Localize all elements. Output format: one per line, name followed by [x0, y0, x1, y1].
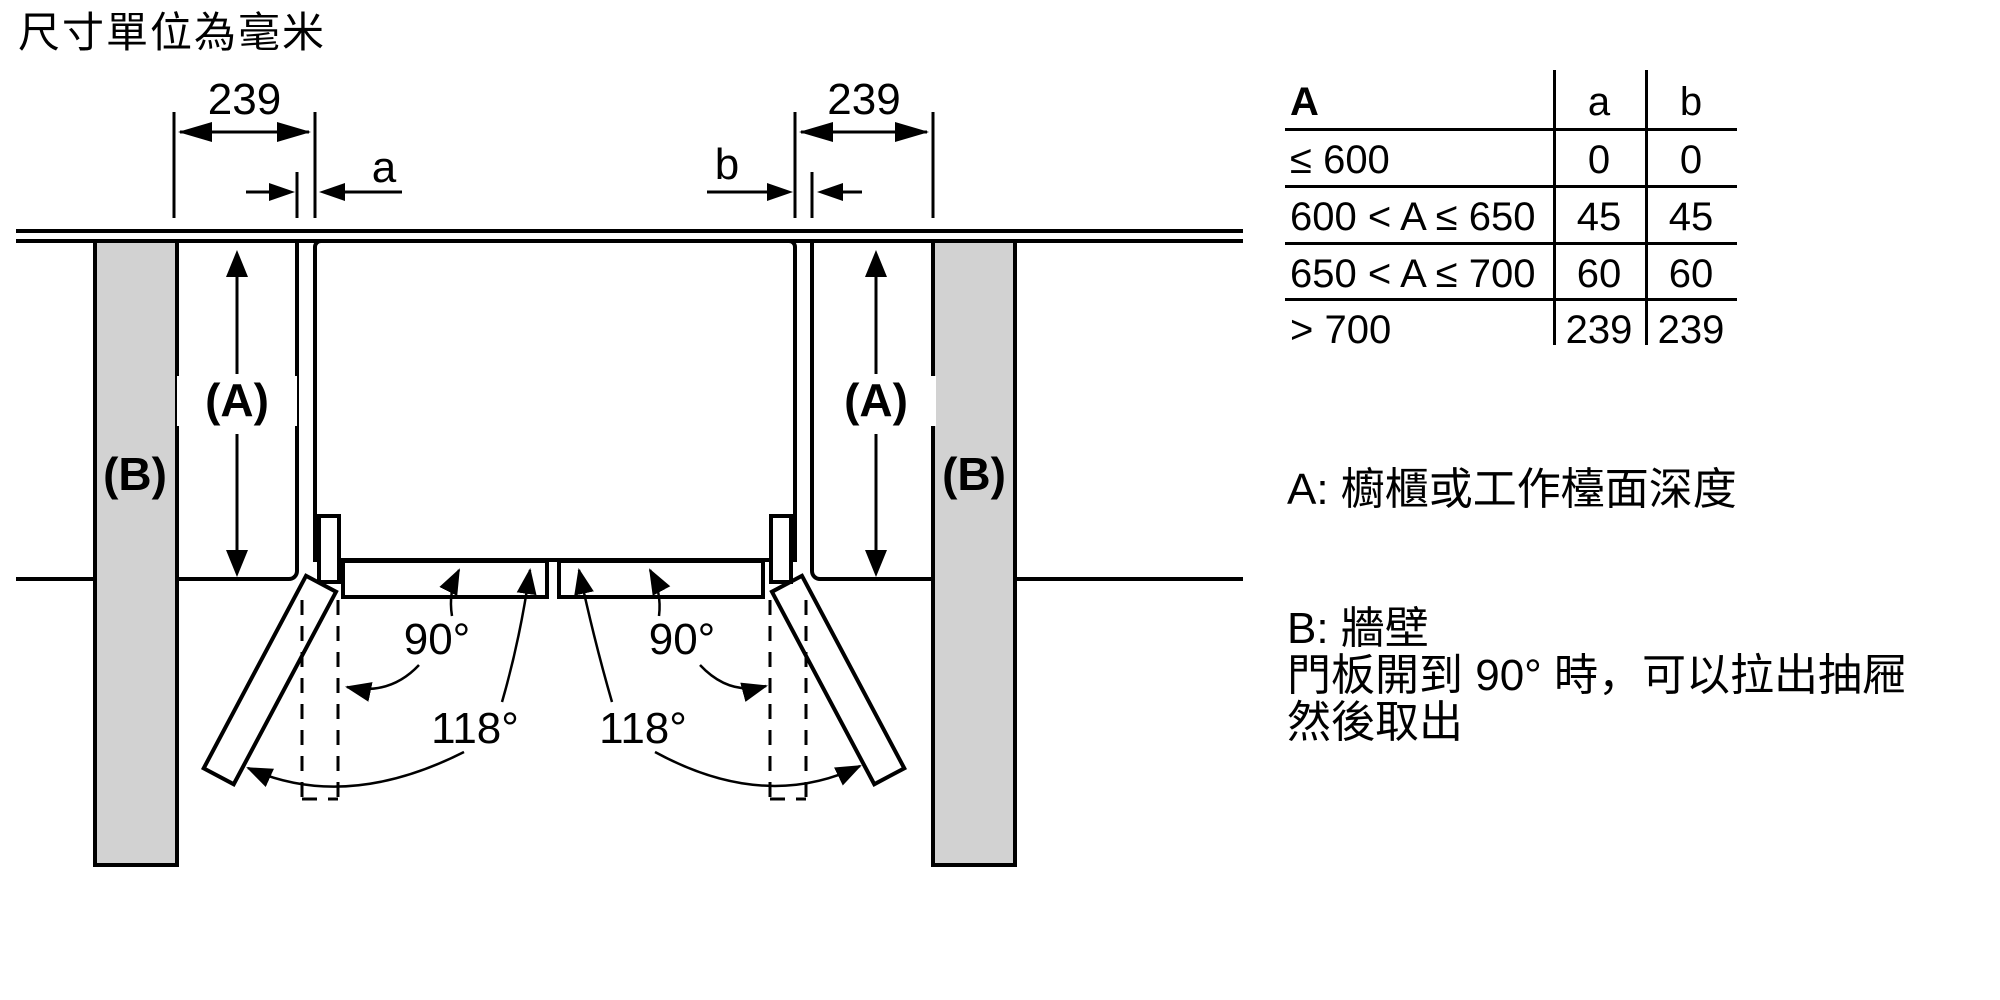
- table-hline-1: [1285, 128, 1737, 131]
- counter-front-line-right: [931, 577, 1243, 581]
- angle-118-right-label: 118°: [599, 704, 687, 753]
- angle-118-left-label: 118°: [431, 704, 519, 753]
- angle-118-arcs: [246, 750, 862, 788]
- table-row1-a: 0: [1587, 138, 1611, 182]
- legend-b-note-line1: B: 牆壁: [1287, 604, 1429, 653]
- appliance-body: [313, 239, 797, 562]
- table-row1-b: 0: [1679, 138, 1703, 182]
- drawer-left: [341, 559, 549, 599]
- installation-diagram: 239 239 a b (A) (A) (B) (B) 90° 90° 118°…: [16, 75, 1243, 867]
- cabinet-depth-label-left: (A): [177, 375, 297, 426]
- legend-b-note-line3: 然後取出: [1287, 698, 1463, 747]
- table-header-a: a: [1587, 80, 1611, 124]
- wall-label-left: (B): [103, 448, 167, 500]
- dim-239-left-label: 239: [207, 75, 282, 124]
- legend-b-note-line2: 門板開到 90° 時，可以拉出抽屜: [1287, 651, 1906, 700]
- drawer-right: [557, 559, 765, 599]
- angle-90-right-label: 90°: [648, 615, 716, 664]
- wall-right: [931, 243, 1017, 867]
- units-note: 尺寸單位為毫米: [18, 9, 327, 56]
- table-row2-a: 45: [1576, 195, 1622, 239]
- table-row3-range: 650 < A ≤ 700: [1290, 252, 1536, 296]
- table-hline-2: [1285, 185, 1737, 188]
- hinge-left: [317, 514, 341, 584]
- gap-b-label: b: [714, 140, 740, 189]
- table-row2-b: 45: [1668, 195, 1714, 239]
- table-row1-range: ≤ 600: [1290, 138, 1390, 182]
- dim-239-right: [799, 122, 929, 142]
- table-vline-2: [1645, 70, 1648, 345]
- extension-lines-left: [172, 112, 317, 218]
- table-row4-range: > 700: [1290, 308, 1392, 352]
- hinge-right: [769, 514, 793, 584]
- wall-label-right: (B): [942, 448, 1006, 500]
- table-vline-1: [1553, 70, 1556, 345]
- table-row4-b: 239: [1657, 308, 1725, 352]
- door-left-open-118: [200, 573, 339, 787]
- door-right-open-118: [769, 573, 908, 787]
- cabinet-depth-label-right: (A): [816, 375, 936, 426]
- worktop-line-upper: [16, 229, 1243, 233]
- table-header-b: b: [1679, 80, 1703, 124]
- table-hline-3: [1285, 242, 1737, 245]
- clearance-table: A a b ≤ 600 0 0 600 < A ≤ 650 45 45 650 …: [1285, 70, 1745, 360]
- table-row3-b: 60: [1668, 252, 1714, 296]
- angle-90-leaders: [345, 664, 768, 702]
- table-row3-a: 60: [1576, 252, 1622, 296]
- table-header-A: A: [1290, 80, 1319, 124]
- gap-a-label: a: [371, 143, 397, 192]
- wall-left: [93, 243, 179, 867]
- dim-239-left: [178, 122, 311, 142]
- table-row4-a: 239: [1565, 308, 1633, 352]
- legend-a-note: A: 櫥櫃或工作檯面深度: [1287, 465, 1737, 514]
- angle-90-left-label: 90°: [403, 615, 471, 664]
- table-row2-range: 600 < A ≤ 650: [1290, 195, 1536, 239]
- extension-lines-right: [793, 112, 935, 218]
- table-hline-4: [1285, 298, 1737, 301]
- dim-239-right-label: 239: [827, 75, 901, 124]
